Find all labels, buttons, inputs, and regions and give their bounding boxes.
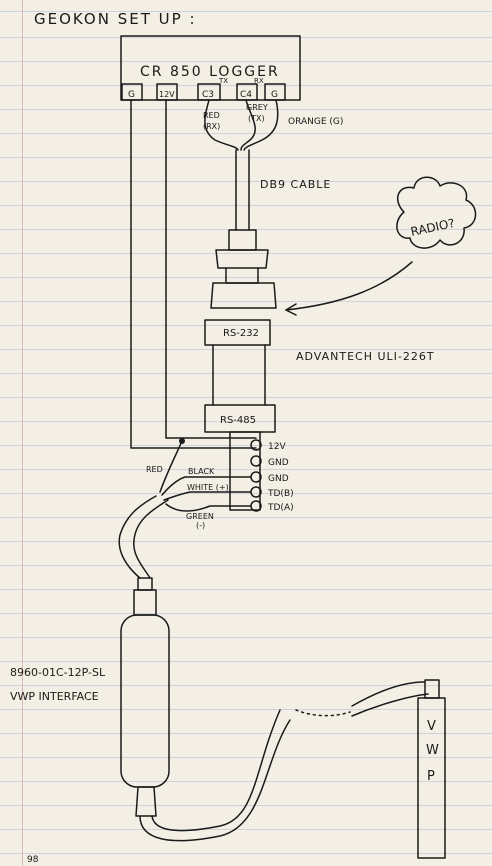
vwp-letter-v: V (427, 719, 436, 734)
orange-wire-label: ORANGE (G) (288, 117, 343, 127)
wire-12v-to-12v (165, 99, 257, 439)
logger-label: CR 850 LOGGER (140, 64, 280, 80)
db9-connector-body (225, 267, 259, 284)
page-number: 98 (27, 855, 39, 865)
interface-cable-right (133, 499, 169, 579)
terminal-screw-gnd-1 (250, 455, 262, 467)
terminals: 12V GND GND TD(B) TD(A) (250, 439, 294, 513)
interface-desc-label: VWP INTERFACE (10, 690, 99, 703)
vwp-sensor (417, 697, 446, 859)
lower-wire-white (163, 491, 252, 501)
lower-green-label: GREEN (-) (186, 512, 216, 530)
advantech-label: ADVANTECH ULI-226T (296, 350, 435, 363)
rs232-box (204, 319, 271, 346)
port-12v (156, 83, 178, 101)
vwp-letter-p: P (427, 769, 435, 784)
vwp-cable-bottom (351, 693, 429, 717)
vwp-letter-w: W (426, 743, 439, 758)
lower-wire-green (165, 503, 252, 512)
db9-connector-shell (215, 249, 269, 269)
rs232-label: RS-232 (223, 328, 259, 339)
db9-cable (235, 149, 250, 231)
logger-box (120, 35, 301, 101)
terminal-block (229, 431, 261, 511)
interface-cable-left (118, 495, 157, 579)
vwp-cable-outer (151, 709, 281, 832)
radio-label: RADIO? (409, 216, 456, 239)
port-c4-label: C4 (240, 90, 252, 100)
terminal-label-tdb: TD(B) (267, 489, 294, 499)
radio-arrowhead (285, 303, 297, 316)
rs485-box (204, 404, 276, 433)
port-g-right (264, 83, 286, 101)
converter-body (212, 344, 266, 406)
vwp-cable-break (295, 709, 351, 717)
red-wire-label: RED (RX) (203, 111, 222, 131)
db9-connector-plug (210, 282, 277, 309)
db9-cable-label: DB9 CABLE (260, 178, 331, 191)
db9-connector-top (228, 229, 257, 251)
port-12v-label: 12V (159, 90, 175, 99)
interface-connector-bottom (135, 786, 157, 817)
port-g-right-label: G (271, 90, 278, 100)
radio-cloud (396, 176, 477, 249)
lower-wire-red (159, 440, 183, 493)
lower-white-label: WHITE (+) (187, 483, 229, 492)
terminal-label-gnd-2: GND (268, 474, 289, 484)
rx-mark: RX (254, 77, 264, 85)
interface-connector-neck (133, 589, 157, 616)
vwp-cable-inner (139, 719, 291, 842)
grey-wire-label: GREY (TX) (246, 103, 270, 123)
wire-red (204, 99, 239, 151)
wire-grey (240, 99, 256, 151)
port-c3-label: C3 (202, 90, 214, 100)
radio-arrow (285, 261, 413, 311)
diagram-title: GEOKON SET UP : (34, 10, 197, 28)
logger-ports: G 12V C3 C4 G TX RX (121, 77, 286, 101)
interface-module (120, 614, 170, 788)
lower-red-label: RED (146, 465, 163, 474)
terminal-label-12v: 12V (268, 442, 286, 452)
lower-black-label: BLACK (188, 467, 215, 476)
terminal-screw-12v (250, 439, 262, 451)
wire-orange (243, 99, 279, 151)
tx-mark: TX (218, 77, 228, 85)
margin-line (22, 0, 23, 866)
terminal-label-tda: TD(A) (267, 503, 294, 513)
interface-connector-top (137, 577, 153, 591)
port-g-left-label: G (128, 90, 135, 100)
rs485-label: RS-485 (220, 415, 256, 426)
terminal-label-gnd-1: GND (268, 458, 289, 468)
wire-ground-to-gnd (130, 99, 257, 449)
port-c4 (236, 83, 258, 101)
vwp-cable-top (351, 681, 425, 707)
port-g-left (121, 83, 143, 101)
lower-wire-black (161, 476, 252, 496)
vwp-cable-gland (424, 679, 440, 699)
interface-model-label: 8960-01C-12P-SL (10, 666, 106, 679)
